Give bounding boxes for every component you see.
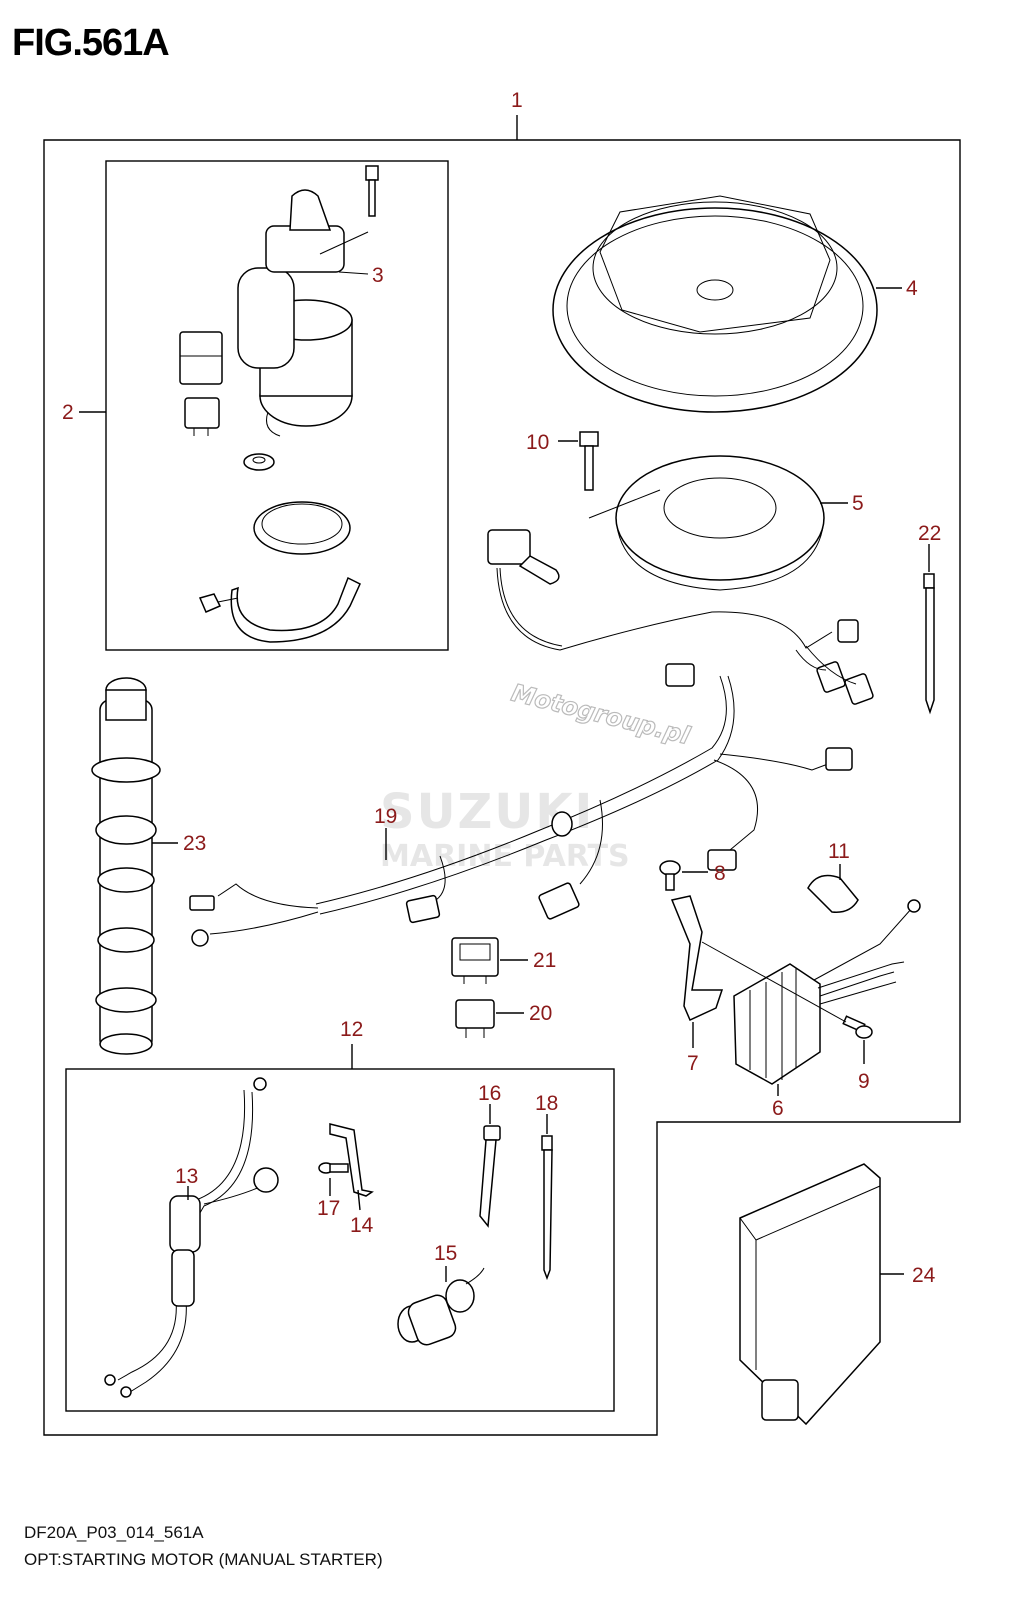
callout-12: 12 — [340, 1018, 363, 1041]
bolt-8 — [659, 860, 681, 891]
callout-6: 6 — [772, 1097, 784, 1120]
callout-3: 3 — [372, 264, 384, 287]
ecm — [739, 1163, 881, 1426]
kit-relay-small — [184, 397, 220, 436]
callout-4: 4 — [906, 277, 918, 300]
wiring-kit-box — [65, 1068, 615, 1412]
kit-bolt-17 — [318, 1162, 349, 1174]
watermark-site: Motogroup.pl — [509, 679, 694, 751]
cable-tie-16 — [479, 1125, 501, 1228]
callout-19: 19 — [374, 805, 397, 828]
callout-21: 21 — [533, 949, 556, 972]
cable-tie-18 — [541, 1135, 553, 1281]
kit-relay-large — [179, 331, 223, 385]
callout-5: 5 — [852, 492, 864, 515]
callout-14: 14 — [350, 1214, 374, 1237]
kit-nut — [243, 453, 275, 471]
callout-2: 2 — [62, 401, 74, 424]
callout-23: 23 — [183, 832, 206, 855]
callout-18: 18 — [535, 1092, 558, 1115]
stator-bolt — [579, 431, 599, 491]
callout-10: 10 — [526, 431, 549, 454]
starting-motor-kit-box — [105, 160, 449, 651]
callout-7: 7 — [687, 1052, 699, 1075]
cable-tie-22 — [923, 573, 935, 715]
kit-bracket-14 — [329, 1123, 374, 1197]
kit-strap — [198, 576, 361, 643]
bolt-9 — [842, 1015, 873, 1039]
kit-band — [253, 501, 351, 555]
callout-8: 8 — [714, 862, 726, 885]
starter-bolt — [365, 165, 379, 217]
relay-20 — [455, 999, 495, 1038]
callout-24: 24 — [912, 1264, 936, 1287]
stator-lead — [496, 567, 833, 651]
watermark: SUZUKI MARINE PARTS Motogroup.pl — [380, 678, 694, 874]
callouts: 1 2 3 4 5 6 7 8 9 10 11 12 13 14 15 16 1… — [62, 89, 941, 1287]
callout-15: 15 — [434, 1242, 457, 1265]
relay-21 — [451, 937, 499, 984]
stator — [615, 455, 825, 591]
callout-16: 16 — [478, 1082, 501, 1105]
grommet-15 — [397, 1267, 485, 1346]
callout-22: 22 — [918, 522, 941, 545]
bracket-7 — [670, 895, 724, 1022]
battery-cable — [104, 1077, 279, 1398]
clamp-11 — [807, 874, 859, 913]
wire-harness — [189, 663, 853, 947]
assembly-outline — [43, 139, 961, 1436]
figure-title: FIG.561A — [12, 22, 170, 64]
callout-9: 9 — [858, 1070, 870, 1093]
callout-20: 20 — [529, 1002, 552, 1025]
callout-17: 17 — [317, 1197, 340, 1220]
flywheel — [552, 195, 878, 413]
figure-caption: OPT:STARTING MOTOR (MANUAL STARTER) — [24, 1550, 383, 1569]
model-code: DF20A_P03_014_561A — [24, 1523, 204, 1542]
callout-1: 1 — [511, 89, 523, 112]
rectifier-regulator — [733, 899, 921, 1085]
starting-motor — [237, 189, 369, 437]
camshaft — [91, 677, 161, 1055]
callout-11: 11 — [828, 840, 850, 863]
callout-13: 13 — [175, 1165, 198, 1188]
